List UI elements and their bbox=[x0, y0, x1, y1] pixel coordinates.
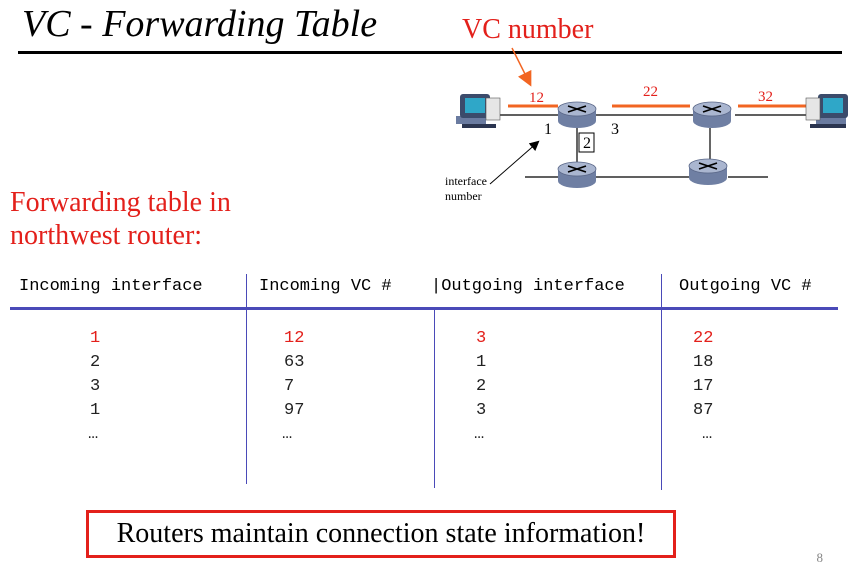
interface-label-line1: interface bbox=[445, 174, 487, 188]
table-cell: … bbox=[88, 425, 99, 444]
table-cell: … bbox=[702, 425, 713, 444]
router-icon bbox=[688, 158, 728, 185]
header-incoming-vc: Incoming VC # bbox=[259, 277, 392, 296]
table-cell: 17 bbox=[693, 377, 714, 396]
router-icon bbox=[692, 101, 732, 128]
table-caption: Forwarding table in northwest router: bbox=[10, 186, 231, 252]
table-cell: 3 bbox=[476, 401, 487, 420]
interface-number-2: 2 bbox=[583, 135, 591, 152]
interface-pointer-arrow bbox=[489, 140, 540, 185]
header-outgoing-interface: |Outgoing interface bbox=[431, 277, 625, 296]
table-cell: 18 bbox=[693, 353, 714, 372]
table-cell: … bbox=[282, 425, 293, 444]
header-outgoing-vc: Outgoing VC # bbox=[679, 277, 812, 296]
column-divider bbox=[434, 310, 435, 488]
router-icon bbox=[557, 161, 597, 188]
table-cell: 3 bbox=[90, 377, 101, 396]
table-cell: 87 bbox=[693, 401, 714, 420]
title-underline bbox=[18, 51, 842, 54]
host-computer-icon bbox=[456, 94, 501, 128]
interface-label-line2: number bbox=[445, 189, 482, 203]
vc-number-12: 12 bbox=[529, 90, 544, 106]
table-cell: 22 bbox=[693, 329, 714, 348]
table-cell: … bbox=[474, 425, 485, 444]
network-diagram: 12 22 32 1 2 3 interface number bbox=[445, 47, 848, 203]
table-cell: 97 bbox=[284, 401, 305, 420]
header-incoming-interface: Incoming interface bbox=[19, 277, 203, 296]
table-cell: 63 bbox=[284, 353, 305, 372]
table-cell: 1 bbox=[476, 353, 487, 372]
table-cell: 1 bbox=[90, 329, 101, 348]
table-cell: 2 bbox=[90, 353, 101, 372]
column-divider bbox=[246, 274, 247, 484]
interface-number-3: 3 bbox=[611, 121, 619, 138]
host-computer-icon bbox=[805, 94, 848, 128]
table-cell: 12 bbox=[284, 329, 305, 348]
vc-pointer-arrow bbox=[511, 47, 532, 87]
network-links bbox=[500, 114, 815, 178]
table-cell: 3 bbox=[476, 329, 487, 348]
table-header-rule bbox=[10, 307, 838, 310]
table-caption-line2: northwest router: bbox=[10, 220, 203, 251]
vc-number-label: VC number bbox=[462, 14, 594, 45]
connection-state-callout: Routers maintain connection state inform… bbox=[86, 510, 676, 558]
table-cell: 2 bbox=[476, 377, 487, 396]
page-number: 8 bbox=[816, 550, 824, 565]
column-divider bbox=[661, 274, 662, 490]
vc-number-22: 22 bbox=[643, 84, 658, 100]
forwarding-table-header: Incoming interface Incoming VC # |Outgoi… bbox=[0, 274, 867, 300]
slide-title: VC - Forwarding Table bbox=[22, 3, 378, 45]
table-cell: 7 bbox=[284, 377, 295, 396]
table-caption-line1: Forwarding table in bbox=[10, 187, 231, 218]
router-icon bbox=[557, 101, 597, 128]
interface-2-box bbox=[578, 132, 595, 153]
interface-number-1: 1 bbox=[544, 121, 552, 138]
vc-number-32: 32 bbox=[758, 89, 773, 105]
table-cell: 1 bbox=[90, 401, 101, 420]
